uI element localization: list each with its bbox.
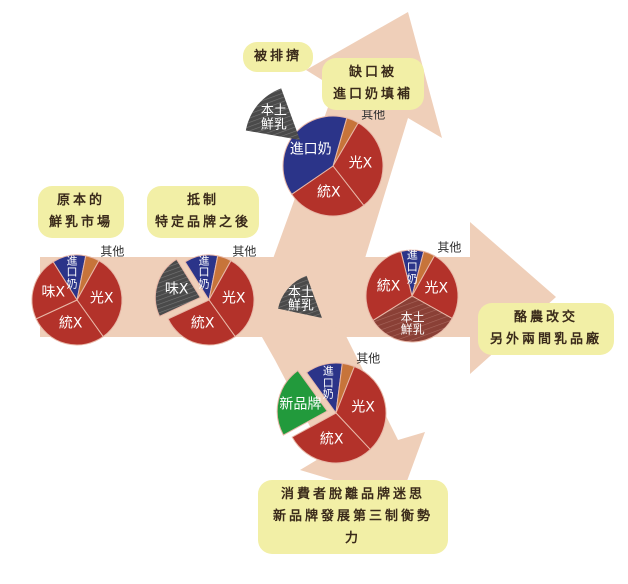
label-new-brand: 消費者脫離品牌迷思 新品牌發展第三制衡勢力 <box>258 480 448 554</box>
loose-wedge-label: 本土鮮乳 <box>287 285 314 314</box>
pie-slice <box>208 260 255 338</box>
pie-boycott <box>154 254 255 346</box>
slice-label: 進口奶 <box>289 141 332 158</box>
label-after-boycott: 抵制 特定品牌之後 <box>147 186 259 238</box>
slice-label: 光X <box>348 155 373 172</box>
pie-slice <box>167 299 236 346</box>
pie-original <box>31 254 123 346</box>
label-pushed-out: 被排擠 <box>243 42 313 72</box>
label-switch-dairy: 酪農改交 另外兩間乳品廠 <box>478 303 614 355</box>
slice-label: 統X <box>376 278 401 295</box>
pie-imports <box>282 115 384 217</box>
slice-label-other: 其他 <box>232 245 257 260</box>
slice-label: 光X <box>424 280 449 297</box>
slice-label: 統X <box>190 315 215 332</box>
pie-slice <box>276 369 328 436</box>
pie-slice <box>154 258 202 317</box>
pie-slice <box>365 250 413 322</box>
slice-label: 統X <box>319 431 344 448</box>
label-line: 缺口被 <box>348 65 397 80</box>
pie-slice <box>335 365 387 451</box>
pie-new-brand <box>276 362 387 464</box>
label-line: 消費者脫離品牌迷思 <box>280 487 425 502</box>
slice-label: 統X <box>58 315 83 332</box>
pie-slice <box>31 261 78 320</box>
label-line: 酪農改交 <box>513 310 578 325</box>
pie-slice <box>291 165 365 217</box>
pie-slice <box>411 255 459 320</box>
slice-label: 光X <box>221 290 246 307</box>
loose-wedge-local-milk <box>245 88 300 140</box>
slice-label-other: 其他 <box>356 351 381 366</box>
label-line: 抵制 <box>186 193 219 208</box>
slice-label: 味X <box>164 282 189 298</box>
label-original-market: 原本的 鮮乳市場 <box>38 186 124 238</box>
pie-slice <box>76 260 123 338</box>
loose-wedge-local-milk <box>277 275 322 318</box>
pie-switch <box>365 249 459 343</box>
label-line: 進口奶填補 <box>332 87 413 102</box>
loose-wedges <box>245 88 322 318</box>
slice-label-other: 其他 <box>437 241 462 256</box>
slice-label: 光X <box>351 399 375 416</box>
slice-label: 統X <box>316 184 341 201</box>
loose-wedge-label: 本土鮮乳 <box>260 103 287 133</box>
label-line: 原本的 <box>56 193 105 208</box>
label-line: 被排擠 <box>253 49 302 64</box>
slice-label: 進口奶 <box>66 254 78 291</box>
label-line: 另外兩間乳品廠 <box>489 332 602 347</box>
label-line: 新品牌發展第三制衡勢力 <box>272 509 433 546</box>
label-line: 鮮乳市場 <box>48 215 113 230</box>
slice-label: 新品牌 <box>279 396 322 413</box>
slice-label: 味X <box>41 284 66 301</box>
slice-label: 進口奶 <box>198 254 210 291</box>
slice-label: 光X <box>89 290 114 307</box>
label-line: 特定品牌之後 <box>155 215 252 230</box>
pie-slice <box>332 122 384 207</box>
label-gap-filled: 缺口被 進口奶填補 <box>322 58 424 110</box>
slice-label: 本土鮮乳 <box>400 309 425 337</box>
slice-label-other: 其他 <box>100 245 125 260</box>
slice-label: 進口奶 <box>322 364 334 401</box>
pie-slice <box>372 295 453 343</box>
slice-label-other: 其他 <box>361 108 386 123</box>
slice-label: 進口奶 <box>406 249 418 286</box>
pie-slice <box>291 412 371 464</box>
